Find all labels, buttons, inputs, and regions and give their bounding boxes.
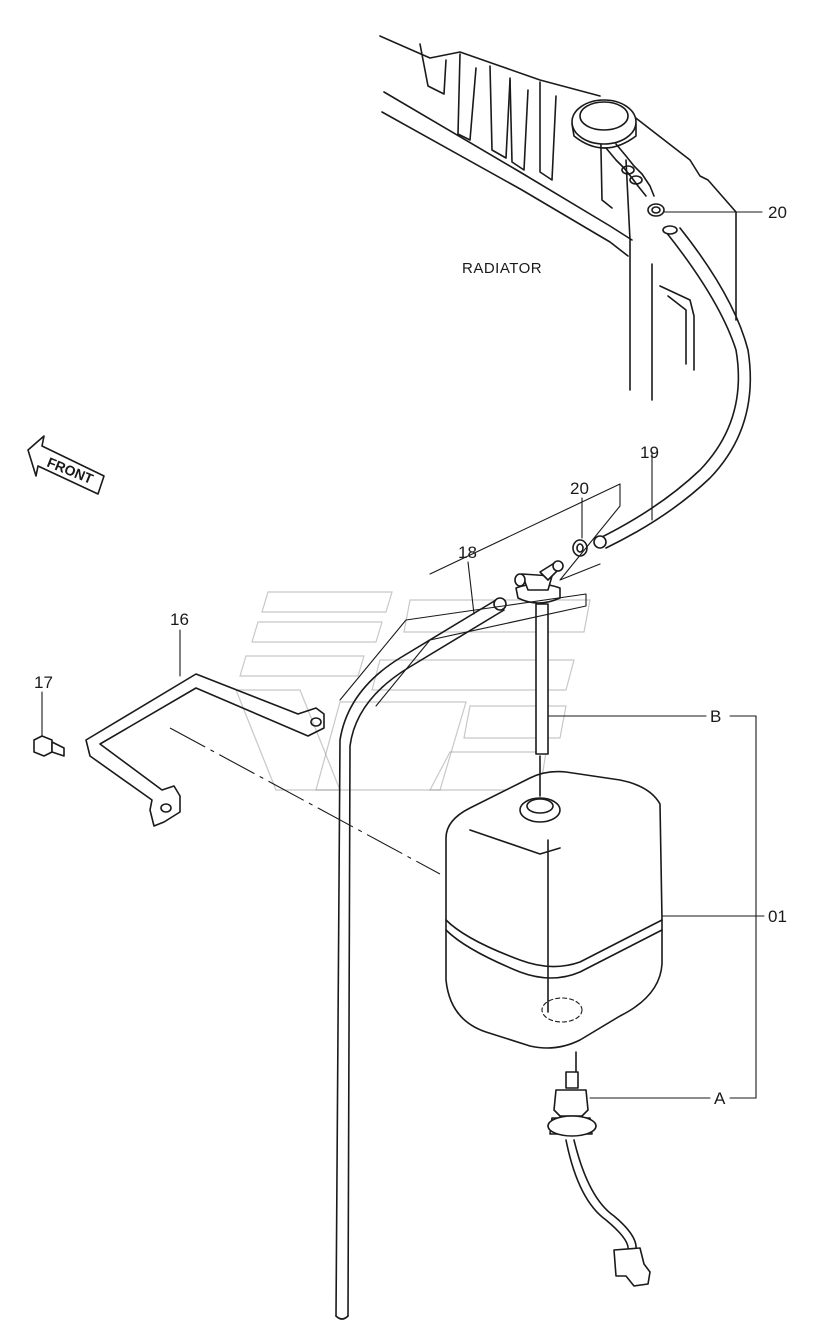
ref-label-b: B: [710, 707, 721, 726]
part-label-20-top: 20: [768, 203, 787, 222]
radiator: [379, 35, 737, 401]
reservoir-tank-01: [445, 755, 663, 1049]
part-label-16: 16: [170, 610, 189, 629]
ref-label-a: A: [714, 1089, 726, 1108]
part-label-01: 01: [768, 907, 787, 926]
part-label-17: 17: [34, 673, 53, 692]
tank-cap-assembly: [514, 560, 564, 755]
hose-19: [593, 225, 752, 549]
clamp-20-mid: [572, 497, 588, 557]
clamp-20-top: [647, 203, 763, 217]
part-label-20-mid: 20: [570, 479, 589, 498]
bracket-16: [85, 629, 441, 875]
reference-brackets: [547, 715, 765, 1099]
level-sensor-a: [547, 1051, 651, 1287]
bolt-17: [33, 691, 65, 757]
part-label-18: 18: [458, 543, 477, 562]
radiator-label: RADIATOR: [462, 260, 542, 277]
front-arrow-icon: FRONT: [27, 435, 105, 495]
part-label-19: 19: [640, 443, 659, 462]
